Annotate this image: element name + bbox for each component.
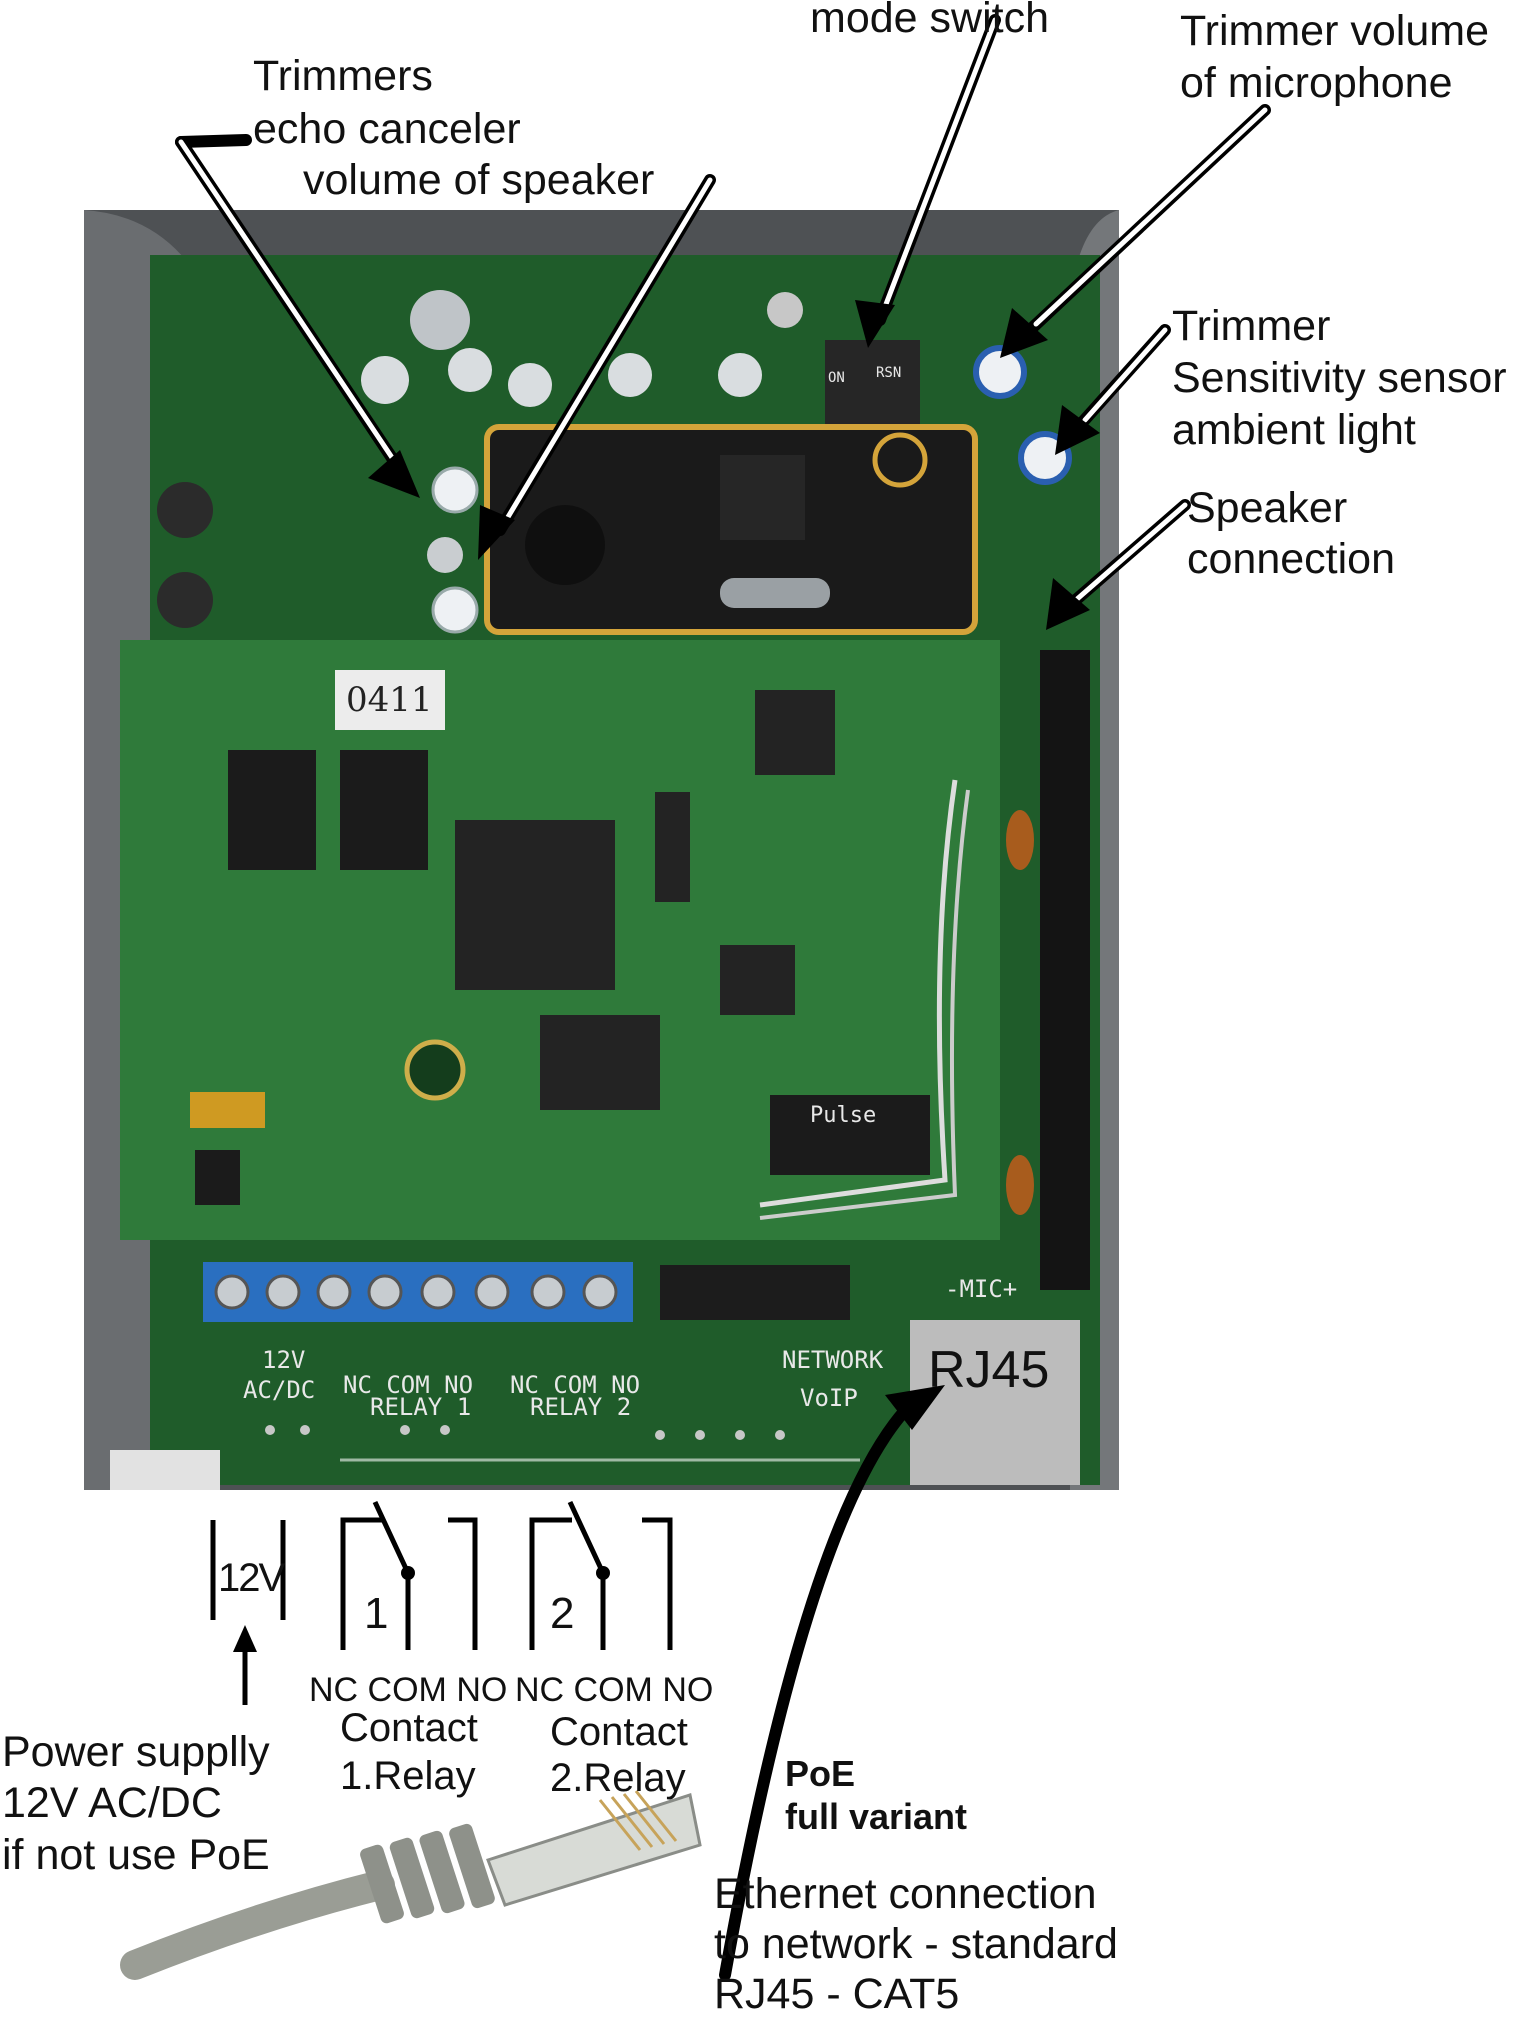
chip-label-sticker <box>335 670 445 730</box>
schematic-contact1-line2: 1.Relay <box>340 1754 476 1798</box>
schematic-relay2-pins: NC COM NO <box>515 1671 714 1709</box>
schematic-12v: 12V <box>218 1556 285 1600</box>
callout-trimmers-title: Trimmers <box>253 52 433 100</box>
callout-light-line3: ambient light <box>1172 406 1416 454</box>
ethernet-cable <box>120 1790 702 1980</box>
schematic-contact2-line1: Contact <box>550 1710 688 1754</box>
callout-trimmers-speaker: volume of speaker <box>303 156 655 204</box>
board-12v-label: 12V <box>262 1346 306 1374</box>
dip-on-label: ON <box>828 370 845 386</box>
power-supply-line2: 12V AC/DC <box>2 1779 222 1827</box>
ethernet-line2: to network - standard <box>714 1920 1118 1968</box>
power-supply-line1: Power supplly <box>2 1728 270 1776</box>
mic-trimmer <box>973 345 1027 399</box>
dip-rsn-label: RSN <box>876 365 902 381</box>
board-relay2-label: RELAY 2 <box>530 1393 632 1421</box>
pulse-label: Pulse <box>810 1103 877 1128</box>
board-relay2-pins: NC COM NO <box>510 1371 641 1399</box>
chip-label: 0411 <box>346 680 433 720</box>
capacitors <box>157 290 803 628</box>
power-supply-line3: if not use PoE <box>2 1831 270 1879</box>
callout-mode-switch: mode switch <box>810 0 1049 42</box>
callout-trimmers-echo: echo canceler <box>253 105 521 153</box>
schematic-relay1-pins: NC COM NO <box>309 1671 508 1709</box>
schematic-contact1-line1: Contact <box>340 1706 478 1750</box>
board-voip-label: VoIP <box>800 1384 858 1412</box>
ethernet-line3: RJ45 - CAT5 <box>714 1970 960 2018</box>
schematic-relay1-number: 1 <box>364 1589 389 1638</box>
board-relay1-pins: NC COM NO <box>343 1371 474 1399</box>
callout-speaker-line1: Speaker <box>1187 484 1348 532</box>
ethernet-line1: Ethernet connection <box>714 1870 1097 1918</box>
board-relay1-label: RELAY 1 <box>370 1393 472 1421</box>
schematic-relay2-number: 2 <box>550 1589 575 1638</box>
poe-line2: full variant <box>785 1796 968 1837</box>
rj45-label: RJ45 <box>928 1341 1050 1399</box>
power-schematic <box>210 1520 286 1705</box>
echo-speaker-trimmers <box>427 466 479 634</box>
pulse-transformer <box>770 1095 930 1175</box>
mode-dip-switch <box>825 340 920 435</box>
schematic-contact2-line2: 2.Relay <box>550 1756 686 1800</box>
callout-light-line1: Trimmer <box>1172 302 1331 350</box>
board-mic-label: -MIC+ <box>945 1275 1018 1303</box>
side-connector-strip <box>1040 650 1090 1290</box>
rj45-jack <box>910 1320 1080 1485</box>
callout-mic-line1: Trimmer volume <box>1180 7 1489 55</box>
board-network-label: NETWORK <box>782 1346 884 1374</box>
board-acdc-label: AC/DC <box>243 1376 316 1404</box>
poe-line1: PoE <box>785 1753 856 1794</box>
callout-speaker-line2: connection <box>1187 535 1395 583</box>
callout-light-line2: Sensitivity sensor <box>1172 354 1507 402</box>
callout-mic-line2: of microphone <box>1180 59 1453 107</box>
